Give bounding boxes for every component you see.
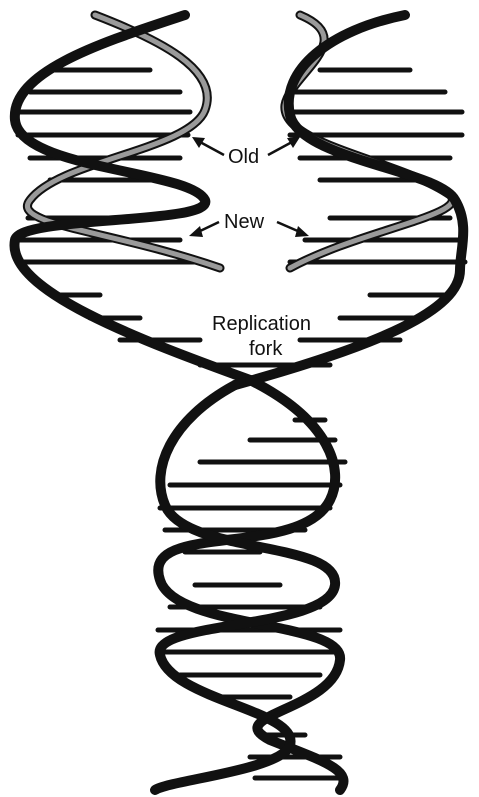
new-strand-callout: New — [189, 211, 309, 237]
parent-helix — [155, 365, 345, 790]
replication-fork-label-line1: Replication — [212, 313, 311, 335]
new-label: New — [224, 211, 265, 233]
old-arrow-right — [268, 142, 292, 155]
old-arrow-left — [200, 142, 224, 155]
replication-fork-label: Replication fork — [212, 313, 311, 360]
old-strand-callout: Old — [192, 137, 300, 168]
left-helix-base-pairs — [18, 70, 200, 340]
new-arrowhead-left — [189, 226, 203, 237]
replication-fork-label-line2: fork — [249, 338, 283, 360]
old-label: Old — [228, 146, 259, 168]
new-arrow-right — [277, 222, 300, 232]
new-arrowhead-right — [295, 226, 309, 237]
